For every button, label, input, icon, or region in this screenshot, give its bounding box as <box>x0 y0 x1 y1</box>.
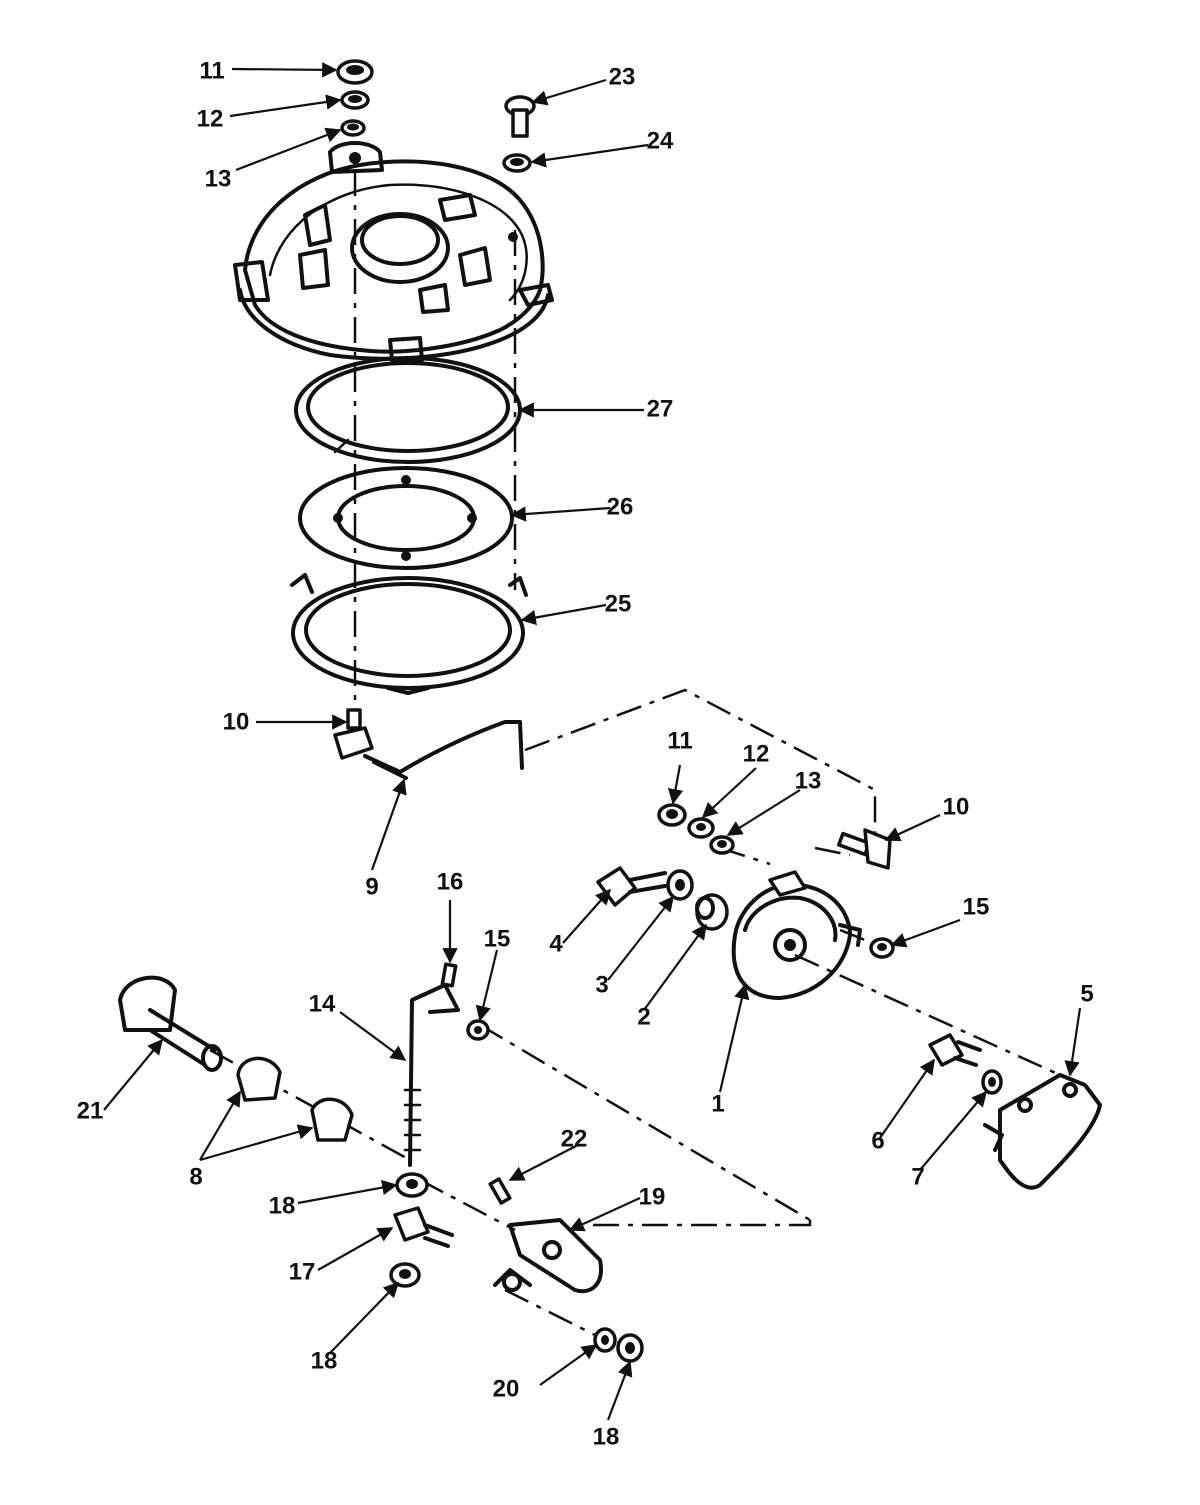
screw-23 <box>504 95 536 138</box>
callout-22: 22 <box>561 1125 588 1152</box>
callout-18-lower-right: 18 <box>593 1423 620 1450</box>
nut-18-lower-left <box>389 1262 421 1288</box>
nut-18-lower-right <box>616 1333 644 1363</box>
callout-23: 23 <box>609 63 636 90</box>
spring-pin-22 <box>488 1177 512 1205</box>
callout-9: 9 <box>365 873 378 900</box>
lockwasher-13-top <box>340 119 366 137</box>
callout-27: 27 <box>647 395 674 422</box>
callout-25: 25 <box>605 590 632 617</box>
callout-3: 3 <box>595 971 608 998</box>
swivel-10-left <box>333 708 374 760</box>
nut-11-top <box>336 59 374 85</box>
callout-labels: 11 12 13 23 24 27 26 25 10 9 11 12 13 10… <box>77 57 1094 1450</box>
callout-24: 24 <box>647 127 674 154</box>
callout-2: 2 <box>637 1003 650 1030</box>
bushing-8b <box>310 1097 354 1142</box>
link-rod-14 <box>403 983 460 1167</box>
washer-12-right <box>687 817 715 839</box>
callout-15-right: 15 <box>963 893 990 920</box>
callout-6: 6 <box>871 1127 884 1154</box>
callout-18-upper: 18 <box>269 1192 296 1219</box>
callout-10-right: 10 <box>943 793 970 820</box>
callout-15-left: 15 <box>484 925 511 952</box>
callout-4: 4 <box>549 930 563 957</box>
swivel-block-17 <box>393 1206 454 1248</box>
callout-14: 14 <box>309 990 336 1017</box>
nut-11-right <box>657 803 687 827</box>
washer-15-left <box>466 1019 490 1041</box>
support-ring-25 <box>290 573 528 695</box>
callout-12-right: 12 <box>743 740 770 767</box>
callout-11-top: 11 <box>199 57 224 84</box>
lockwasher-13-right <box>709 835 735 855</box>
callout-8: 8 <box>189 1163 202 1190</box>
washer-12-top <box>340 90 370 110</box>
throttle-cam-1 <box>731 870 862 1000</box>
callout-26: 26 <box>607 493 634 520</box>
spacer-2 <box>695 893 729 931</box>
retaining-ring-27 <box>294 356 522 464</box>
callout-12-top: 12 <box>197 105 224 132</box>
nut-18-upper <box>395 1172 429 1198</box>
callout-19: 19 <box>639 1183 666 1210</box>
callout-18-lower-left: 18 <box>311 1347 338 1374</box>
shaft-21 <box>118 975 223 1072</box>
callout-21: 21 <box>77 1097 104 1124</box>
callout-13-top: 13 <box>205 165 232 192</box>
callout-16: 16 <box>437 868 464 895</box>
link-rod-9 <box>363 720 524 780</box>
callout-10-left: 10 <box>223 708 250 735</box>
callout-17: 17 <box>289 1258 316 1285</box>
leader-lines <box>103 62 1082 1421</box>
washer-15-right <box>869 937 895 959</box>
lockwasher-7 <box>981 1069 1003 1095</box>
stator-plate <box>233 141 554 362</box>
callout-11-right: 11 <box>667 727 692 754</box>
callout-13-right: 13 <box>795 767 822 794</box>
bracket-5 <box>983 1073 1102 1190</box>
bushing-8a <box>236 1056 282 1102</box>
swivel-10-right <box>837 828 892 870</box>
callout-5: 5 <box>1080 980 1093 1007</box>
bolt-4 <box>596 866 667 907</box>
callout-20: 20 <box>493 1375 520 1402</box>
throttle-lever-19 <box>493 1218 603 1294</box>
bearing-ring-26 <box>298 466 514 570</box>
washer-24 <box>502 153 532 173</box>
pin-16 <box>440 962 458 988</box>
washer-20 <box>593 1327 617 1353</box>
washer-3 <box>666 869 694 901</box>
callout-1: 1 <box>711 1090 724 1117</box>
screw-6 <box>928 1033 982 1067</box>
callout-7: 7 <box>911 1163 924 1190</box>
